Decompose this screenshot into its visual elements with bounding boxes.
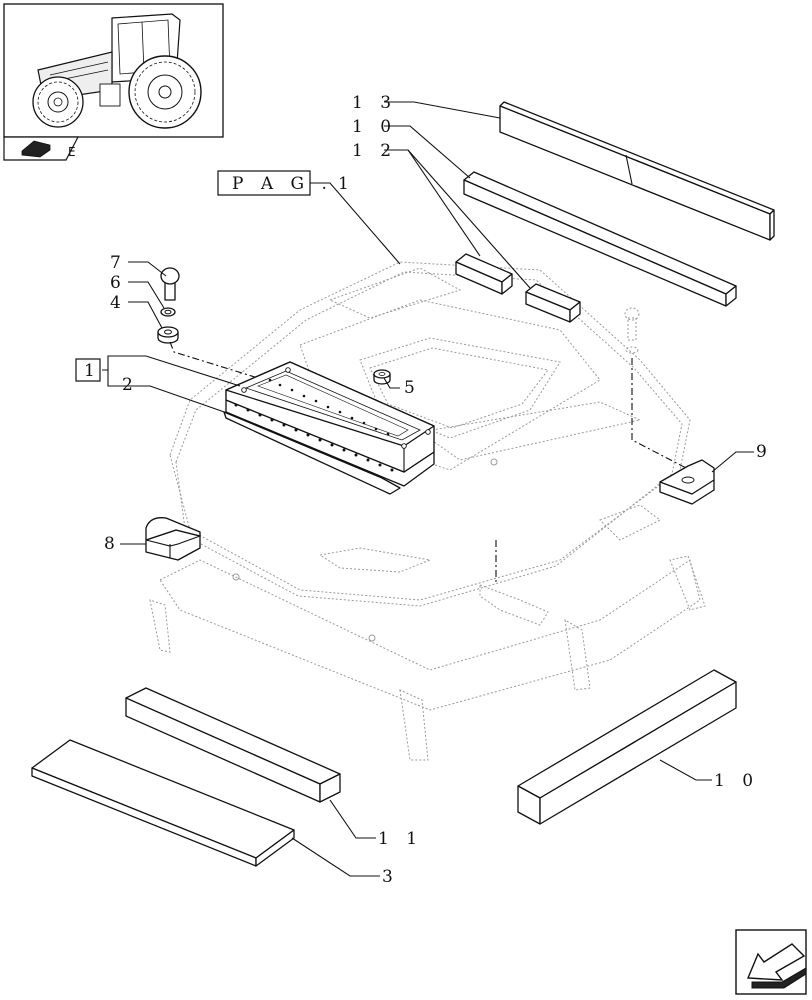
callout-10-top: 1 0 xyxy=(352,117,397,137)
next-page-arrow-icon[interactable] xyxy=(735,929,807,995)
cab-roof-phantom xyxy=(149,261,706,761)
callout-2: 2 xyxy=(122,375,139,395)
foam-strip-10-top xyxy=(463,171,737,307)
callout-11: 1 1 xyxy=(378,829,423,849)
pad-2 xyxy=(223,411,401,495)
washer-4 xyxy=(157,326,179,344)
svg-text:E: E xyxy=(68,145,76,159)
callout-1: 1 xyxy=(338,174,355,194)
callout-9: 9 xyxy=(756,442,773,462)
block-8 xyxy=(145,517,201,561)
bracket-9 xyxy=(659,459,715,505)
foam-strip-13 xyxy=(499,101,775,241)
callout-12: 1 2 xyxy=(352,141,397,161)
tractor-thumbnail xyxy=(32,13,202,129)
assembly-centerline-left xyxy=(169,341,259,379)
callout-kit-1: 1 xyxy=(84,361,101,381)
foam-pad-12a xyxy=(455,253,513,295)
leader-lines xyxy=(102,101,754,877)
pag-reference-box xyxy=(217,170,311,196)
callout-8: 8 xyxy=(104,534,121,554)
bolt-7 xyxy=(160,267,180,301)
washer-6 xyxy=(160,307,176,317)
mounting-plate-1 xyxy=(225,361,435,487)
callout-10-bottom: 1 0 xyxy=(714,771,759,791)
callout-3: 3 xyxy=(382,867,399,887)
callout-labels: 1 3 1 0 1 2 P A G . 1 7 6 4 1 2 5 9 8 1 … xyxy=(84,93,773,887)
callout-pag: P A G . xyxy=(232,174,333,194)
assembly-centerline-right xyxy=(631,358,691,471)
bolt-phantom-right xyxy=(624,307,640,354)
kit-reference-box xyxy=(75,358,101,382)
callout-5: 5 xyxy=(404,378,421,398)
callout-6: 6 xyxy=(110,273,127,293)
callout-4: 4 xyxy=(110,293,127,313)
tractor-thumbnail-panel xyxy=(3,3,224,138)
foam-strip-11 xyxy=(125,687,341,803)
foam-pad-12b xyxy=(525,283,581,323)
callout-13: 1 3 xyxy=(352,93,397,113)
foam-panel-3 xyxy=(31,739,295,867)
book-icon xyxy=(21,140,51,158)
foam-strip-10-bottom xyxy=(517,669,737,825)
callout-7: 7 xyxy=(110,253,127,273)
book-icon-tab[interactable]: E xyxy=(3,136,79,161)
grommet-5 xyxy=(373,369,391,385)
